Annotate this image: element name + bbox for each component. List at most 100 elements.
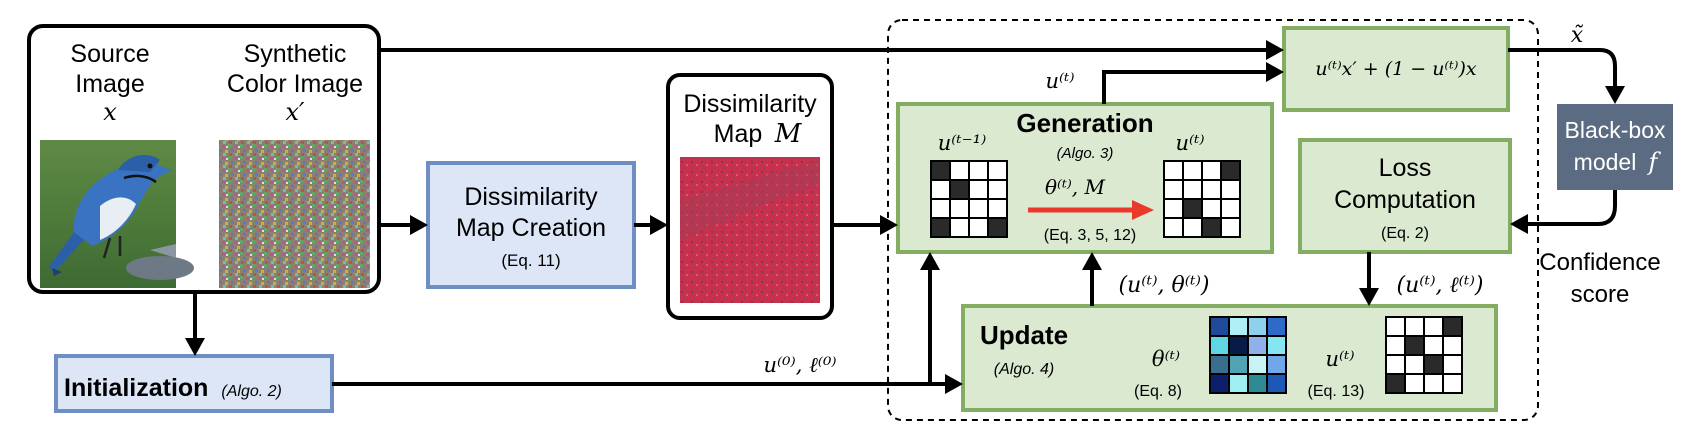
update-mask-cell (1423, 335, 1444, 356)
loss-line2: Computation (1334, 186, 1476, 214)
theta-heatmap-cell (1247, 354, 1268, 375)
generation-previous-mask-cell (930, 179, 951, 200)
arrows (185, 40, 1625, 394)
theta-heatmap-cell (1209, 373, 1230, 394)
theta-heatmap-cell (1266, 316, 1287, 337)
theta-heatmap-cell (1247, 335, 1268, 356)
update-theta-label: θ⁽ᵗ⁾ (1152, 347, 1180, 371)
update-mask-cell (1385, 316, 1406, 337)
dissim-creation-eq: (Eq. 11) (501, 251, 560, 270)
generation-current-mask-cell (1182, 160, 1203, 181)
theta-heatmap-cell (1209, 354, 1230, 375)
loss-eq: (Eq. 2) (1381, 225, 1429, 242)
dissim-creation-line1: Dissimilarity (464, 183, 598, 211)
theta-heatmap-cell (1209, 316, 1230, 337)
update-theta-eq: (Eq. 8) (1134, 383, 1182, 400)
generation-previous-mask-cell (968, 160, 989, 181)
generation-eq: (Eq. 3, 5, 12) (1044, 227, 1137, 244)
update-mask-cell (1404, 373, 1425, 394)
update-theta-heatmap (1209, 316, 1287, 394)
generation-current-mask-cell (1163, 198, 1184, 219)
generation-previous-mask-cell (949, 198, 970, 219)
theta-heatmap-cell (1247, 316, 1268, 337)
dissim-map-line2: Map (714, 120, 763, 148)
mixing-formula-box (1282, 26, 1510, 112)
generation-current-mask-cell (1182, 198, 1203, 219)
black-box-model (1557, 104, 1673, 190)
generation-current-mask-cell (1220, 198, 1241, 219)
dissim-map-symbol: M (774, 119, 803, 149)
loss-line1: Loss (1379, 154, 1432, 182)
update-title: Update (980, 320, 1068, 350)
theta-heatmap-cell (1228, 316, 1249, 337)
mixing-formula: u⁽ᵗ⁾x′ + (1 − u⁽ᵗ⁾)x (1315, 58, 1476, 80)
source-bird-image (40, 140, 194, 288)
generation-previous-mask-cell (968, 179, 989, 200)
source-symbol: x (103, 98, 117, 126)
generation-current-mask-cell (1163, 179, 1184, 200)
generation-left-grid-label: u⁽ᵗ⁻¹⁾ (938, 131, 987, 155)
generation-current-mask-cell (1182, 179, 1203, 200)
generation-previous-mask-cell (987, 160, 1008, 181)
generation-current-mask-cell (1201, 179, 1222, 200)
update-mask-cell (1442, 316, 1463, 337)
update-mask-cell (1442, 373, 1463, 394)
synthetic-image-label-2: Color Image (227, 70, 363, 98)
theta-heatmap-cell (1228, 373, 1249, 394)
confidence-score-line1: Confidence (1539, 249, 1660, 276)
update-algo: (Algo. 4) (994, 361, 1054, 378)
theta-heatmap-cell (1266, 335, 1287, 356)
update-mask-cell (1385, 373, 1406, 394)
theta-heatmap-cell (1247, 373, 1268, 394)
update-mask-cell (1442, 354, 1463, 375)
theta-heatmap-cell (1266, 354, 1287, 375)
theta-heatmap-cell (1266, 373, 1287, 394)
update-mask-cell (1385, 335, 1406, 356)
generation-current-mask-cell (1163, 217, 1184, 238)
generation-previous-mask-cell (968, 217, 989, 238)
generation-previous-mask-cell (987, 198, 1008, 219)
dissim-map-line1: Dissimilarity (683, 90, 817, 118)
update-mask-cell (1385, 354, 1406, 375)
loss-to-update-label: (u⁽ᵗ⁾, ℓ⁽ᵗ⁾) (1397, 273, 1484, 298)
generation-current-mask-cell (1220, 179, 1241, 200)
generation-arrow-label: θ⁽ᵗ⁾, M (1045, 175, 1106, 199)
synthetic-noise-image (219, 140, 370, 288)
initialization-box (54, 354, 334, 413)
generation-previous-mask-cell (949, 179, 970, 200)
generation-previous-mask-cell (930, 198, 951, 219)
iterative-loop-region (887, 19, 1539, 421)
init-output-label: u⁽⁰⁾, ℓ⁽⁰⁾ (763, 353, 836, 377)
update-mask-grid (1385, 316, 1463, 394)
synthetic-image-label: Synthetic (244, 40, 347, 68)
dissimilarity-map-texture (680, 160, 820, 240)
dissimilarity-map-creation-box (426, 161, 636, 289)
update-mask-cell (1404, 354, 1425, 375)
generation-red-arrowhead (1132, 200, 1154, 220)
generation-previous-mask-cell (930, 217, 951, 238)
loss-computation-box (1298, 138, 1512, 254)
generation-current-mask-cell (1201, 198, 1222, 219)
synthetic-symbol: x′ (286, 98, 306, 126)
generation-previous-mask-cell (930, 160, 951, 181)
update-mask-cell (1423, 354, 1444, 375)
source-image-label: Source (70, 40, 149, 68)
generation-current-mask-cell (1182, 217, 1203, 238)
generation-previous-mask-cell (949, 217, 970, 238)
x-tilde-label: x̃ (1571, 23, 1584, 48)
generation-current-mask-cell (1220, 217, 1241, 238)
generation-algo: (Algo. 3) (1057, 145, 1114, 162)
generation-current-mask-cell (1220, 160, 1241, 181)
update-u-label: u⁽ᵗ⁾ (1325, 347, 1354, 371)
generation-previous-mask-grid (930, 160, 1008, 238)
generation-current-mask-cell (1201, 217, 1222, 238)
generation-title: Generation (1016, 108, 1153, 138)
theta-heatmap-cell (1228, 354, 1249, 375)
generation-previous-mask-cell (987, 179, 1008, 200)
theta-heatmap-cell (1228, 335, 1249, 356)
generation-current-mask-cell (1163, 160, 1184, 181)
generation-previous-mask-cell (949, 160, 970, 181)
update-to-generation-label: (u⁽ᵗ⁾, θ⁽ᵗ⁾) (1118, 273, 1209, 298)
update-mask-cell (1442, 335, 1463, 356)
